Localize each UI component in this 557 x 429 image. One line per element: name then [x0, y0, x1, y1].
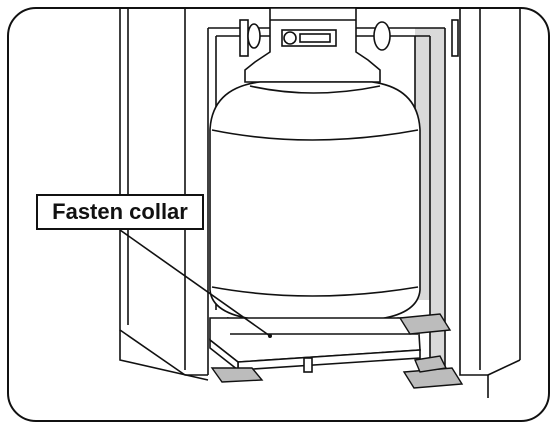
gas-cylinder	[209, 81, 421, 321]
cylinder-valve	[244, 7, 391, 83]
callout-leader-dot	[268, 334, 272, 338]
callout-label: Fasten collar	[52, 199, 188, 224]
callout-leader-line	[119, 229, 271, 337]
callout-label-box: Fasten collar	[36, 194, 204, 230]
support-feet	[210, 313, 464, 389]
base-platform	[209, 317, 421, 373]
